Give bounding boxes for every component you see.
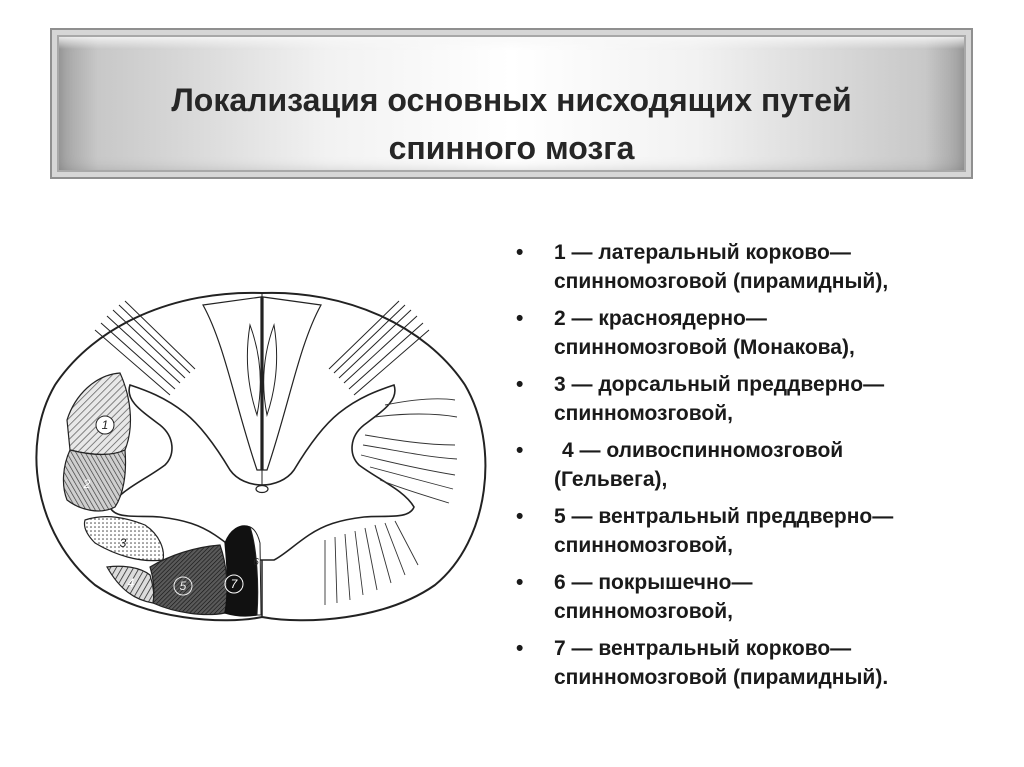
label-3: 3 [120,536,127,550]
legend-item: 1 — латеральный корково— спинномозговой … [512,238,1012,296]
legend-item-6-line-2: спинномозговой, [554,600,733,623]
dorsal-root-left [94,300,196,396]
label-6: 6 [253,557,259,568]
legend-item-5-line-1: 5 — вентральный преддверно— [554,505,894,528]
title-banner: Локализация основных нисходящих путей сп… [50,28,973,179]
tract-6-tectospinal [249,526,262,616]
title-line-2: спинного мозга [388,130,635,166]
legend-item-3-line-2: спинномозговой, [554,402,733,425]
legend-item-7-line-1: 7 — вентральный корково— [554,637,852,660]
grey-matter [109,383,415,561]
white-matter-fibers-right [324,398,458,605]
legend-item-2-line-2: спинномозговой (Монакова), [554,336,855,359]
legend-item: 3 — дорсальный преддверно— спинномозгово… [512,370,1012,428]
label-2: 2 [83,477,91,491]
fasciculus-gracilis-left [246,323,261,417]
dorsal-root-right [328,300,430,396]
label-circle-5 [173,576,193,596]
legend-item-7-line-2: спинномозговой (пирамидный). [554,666,889,689]
legend-item: 2 — красноядерно— спинномозговой (Монако… [512,304,1012,362]
label-circle-7 [224,574,244,594]
legend-item-6-line-1: 6 — покрышечно— [554,571,753,594]
central-canal [255,484,269,494]
legend-item: 6 — покрышечно— спинномозговой, [512,568,1012,626]
legend-item-4-line-1: 4 — оливоспинномозговой [562,439,844,462]
label-circle-1 [95,415,115,435]
fasciculus-gracilis-right [263,323,278,417]
label-7: 7 [231,577,239,591]
legend-item-3-line-1: 3 — дорсальный преддверно— [554,373,885,396]
slide-title: Локализация основных нисходящих путей сп… [52,76,971,172]
spinal-cord-cross-section-diagram: 1 2 3 4 5 6 7 [35,291,487,622]
legend-item: 5 — вентральный преддверно— спинномозгов… [512,502,1012,560]
label-1: 1 [102,418,109,432]
label-5: 5 [180,579,187,593]
legend-item-1-line-2: спинномозговой (пирамидный), [554,270,889,293]
legend-item-4-line-2: (Гельвега), [554,468,668,491]
legend-item: 4 — оливоспинномозговой (Гельвега), [512,436,1012,494]
title-line-1: Локализация основных нисходящих путей [171,82,852,118]
dorsal-column-right [262,296,322,471]
dorsal-column-left [202,296,262,471]
legend-item: 7 — вентральный корково— спинномозговой … [512,634,1012,692]
label-4: 4 [128,576,135,590]
legend-item-5-line-2: спинномозговой, [554,534,733,557]
tract-2-rubrospinal [62,449,127,512]
legend-item-1-line-1: 1 — латеральный корково— [554,241,851,264]
tract-legend: 1 — латеральный корково— спинномозговой … [512,238,1012,700]
banner-shine [59,37,964,49]
legend-item-2-line-1: 2 — красноядерно— [554,307,767,330]
